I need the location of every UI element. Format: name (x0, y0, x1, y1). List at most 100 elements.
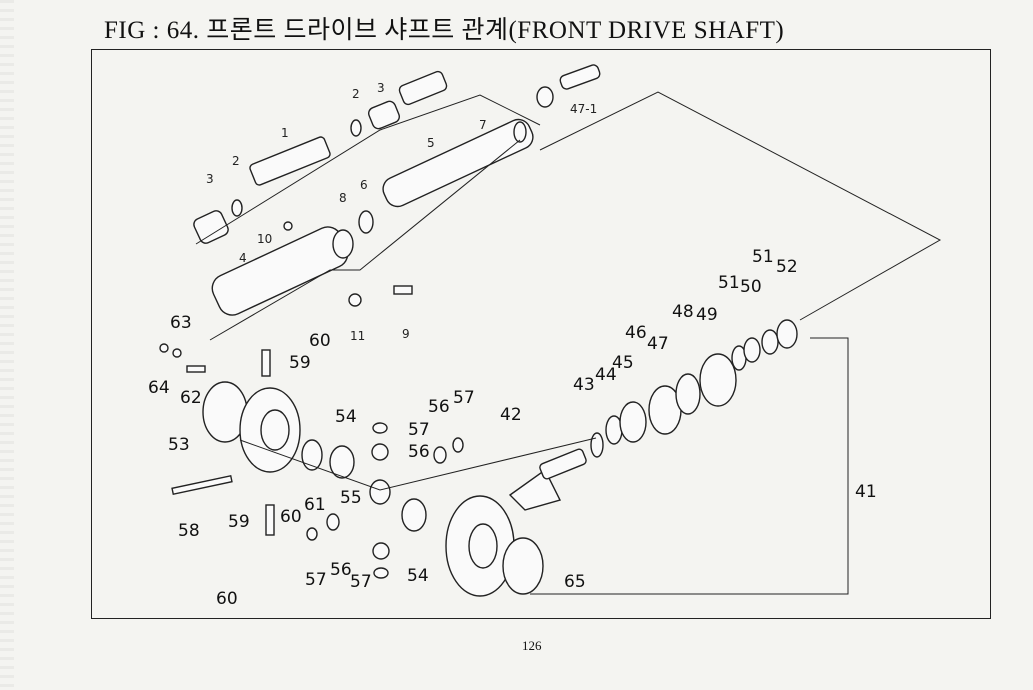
callout-61: 61 (304, 495, 326, 515)
part-ring-2a (231, 199, 243, 217)
callout-46: 46 (625, 323, 647, 343)
callout-63: 63 (170, 313, 192, 333)
callout-58: 58 (178, 521, 200, 541)
part-shaft-1 (249, 136, 331, 186)
part-washer-57b (372, 422, 388, 434)
part-washer-57c (306, 527, 318, 541)
part-pinion-56d (372, 542, 390, 560)
part-race-47 (675, 373, 701, 415)
leader-right (539, 91, 942, 321)
page-number: 126 (522, 638, 542, 653)
callout-57d: 57 (350, 572, 372, 592)
part-bolt-9 (393, 285, 413, 295)
part-washer-61 (301, 439, 323, 471)
callout-60c: 60 (216, 589, 238, 609)
callout-5: 5 (427, 136, 435, 150)
callout-59a: 59 (289, 353, 311, 373)
callout-62: 62 (180, 388, 202, 408)
part-gear-54a (329, 445, 355, 479)
part-pin-59a (261, 349, 271, 377)
callout-57b: 57 (408, 420, 430, 440)
callout-64: 64 (148, 378, 170, 398)
part-pinion-56b (433, 446, 447, 464)
callout-11: 11 (350, 329, 365, 343)
callout-2b: 2 (352, 87, 360, 101)
callout-53: 53 (168, 435, 190, 455)
leader-axis (239, 437, 597, 491)
callout-1: 1 (281, 126, 289, 140)
callout-60a: 60 (309, 331, 331, 351)
part-bolt-62 (186, 365, 206, 373)
part-washer-57d (373, 567, 389, 579)
part-shaft-58 (171, 474, 233, 496)
part-nut-64 (159, 343, 169, 353)
part-bearing-65 (502, 537, 544, 595)
part-collar-8 (332, 229, 354, 259)
callout-44: 44 (595, 365, 617, 385)
callout-51b: 51 (752, 247, 774, 267)
figure-title: FIG : 64. 프론트 드라이브 샤프트 관계(FRONT DRIVE SH… (104, 17, 785, 44)
callout-48: 48 (672, 302, 694, 322)
callout-45: 45 (612, 353, 634, 373)
part-pin-10 (283, 221, 293, 231)
part-bushing-3a (193, 210, 229, 244)
part-gear-54b (401, 498, 427, 532)
part-case-bore (260, 409, 290, 451)
part-spacer-45 (619, 401, 647, 443)
callout-57a: 57 (453, 388, 475, 408)
part-cross-55 (369, 479, 391, 505)
part-coupling (398, 70, 448, 106)
part-pinion-56c (326, 513, 340, 531)
callout-47: 47 (647, 334, 669, 354)
bracket-41 (530, 337, 849, 595)
callout-55: 55 (340, 488, 362, 508)
callout-4: 4 (239, 251, 247, 265)
callout-54b: 54 (407, 566, 429, 586)
part-nut-50 (743, 337, 761, 363)
callout-41: 41 (855, 482, 877, 502)
callout-6: 6 (360, 178, 368, 192)
callout-57c: 57 (305, 570, 327, 590)
part-tube-5 (382, 118, 534, 208)
part-nut-52 (776, 319, 798, 349)
callout-8: 8 (339, 191, 347, 205)
callout-49: 49 (696, 305, 718, 325)
part-washer-63 (172, 348, 182, 358)
part-ring-2b (350, 119, 362, 137)
scan-edge-noise (0, 0, 14, 690)
callout-56b: 56 (408, 442, 430, 462)
part-washer-57a (452, 437, 464, 453)
callout-labels: 1 2 3 2 3 4 5 6 7 8 9 10 11 41 42 43 44 … (148, 81, 877, 609)
callout-52: 52 (776, 257, 798, 277)
callout-3a: 3 (206, 172, 214, 186)
part-ring-7 (513, 121, 527, 143)
callout-7: 7 (479, 118, 487, 132)
part-ring-gear-bore (468, 523, 498, 569)
callout-10: 10 (257, 232, 272, 246)
callout-3b: 3 (377, 81, 385, 95)
callout-60b: 60 (280, 507, 302, 527)
callout-59b: 59 (228, 512, 250, 532)
part-housing-4 (211, 226, 349, 316)
callout-42: 42 (500, 405, 522, 425)
callout-50: 50 (740, 277, 762, 297)
part-washer-51b (761, 329, 779, 355)
differential-group (159, 319, 849, 597)
part-snap-ring-43 (590, 432, 604, 458)
callout-47-1: 47-1 (570, 102, 597, 116)
part-ring-6 (358, 210, 374, 234)
part-pinion-spline (539, 448, 587, 480)
callout-9: 9 (402, 327, 410, 341)
part-shaft-47-1 (559, 64, 601, 90)
upper-shaft-group (193, 64, 942, 341)
leader-upper (195, 94, 541, 245)
part-joint (536, 86, 554, 108)
part-bearing-49 (699, 353, 737, 407)
leader-mid (209, 139, 521, 341)
part-bushing-3b (368, 100, 400, 130)
callout-65: 65 (564, 572, 586, 592)
part-pinion-shaft-42 (508, 468, 562, 511)
callout-43: 43 (573, 375, 595, 395)
callout-56a: 56 (428, 397, 450, 417)
